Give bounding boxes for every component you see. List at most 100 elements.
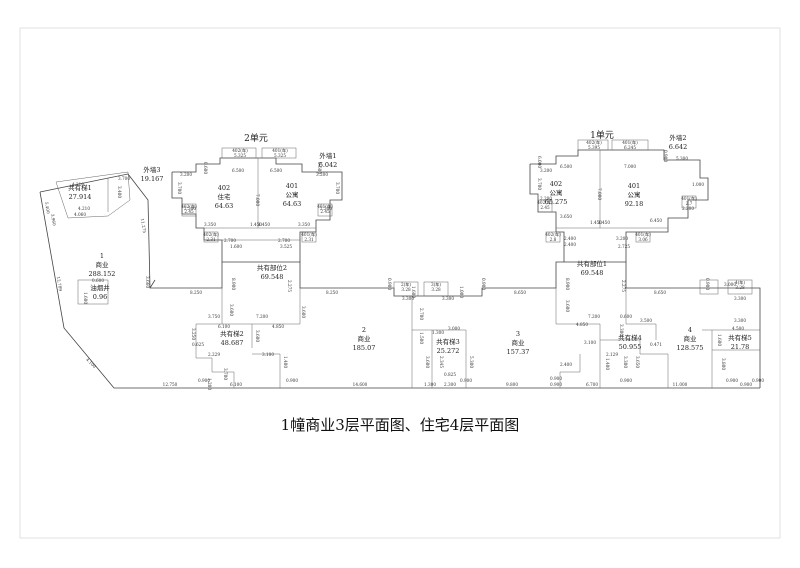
- room-label-stair2-0: 共有梯2: [220, 329, 244, 338]
- dim-d_a2: 6.500: [232, 168, 244, 173]
- dim-d_a31: 3.700: [223, 368, 228, 380]
- dim-d_a18: 3.525: [280, 244, 292, 249]
- parking-labels: 402(车)5.325401(车)5.325402(车)5.395401(车)6…: [181, 139, 745, 292]
- room-label-stair2-1: 48.687: [221, 339, 244, 347]
- dim-d_a35: 1.300: [432, 330, 444, 335]
- dim-d_a30: 1.400: [283, 356, 288, 368]
- room-label-ext2-1: 6.642: [669, 143, 688, 151]
- parking-label-s13: 402(车): [203, 231, 219, 238]
- dim-d_bot11: 0.900: [550, 382, 562, 387]
- room-label-r401a-0: 401: [286, 182, 298, 190]
- room-label-shop2-0: 2: [362, 326, 366, 334]
- dim-d_b19: 7.000: [597, 188, 602, 200]
- parking-label-s7: 401(车): [622, 139, 638, 146]
- dimension-labels: 4.2103.7004.2104.0603.4005.4003.96012.78…: [44, 150, 764, 390]
- dim-d_bot17: 0.900: [752, 378, 764, 383]
- dim-d_a24: 7.200: [256, 314, 268, 319]
- dim-d_b7: 3.700: [537, 178, 542, 190]
- dim-d_b23: 0.600: [620, 314, 632, 319]
- dim-d_b31: 3.300: [623, 356, 628, 368]
- dim-d_b18: 2.725: [618, 244, 630, 249]
- parking-label-s20: 2.7: [686, 201, 693, 206]
- dim-d_s1_e: 3.400: [117, 186, 122, 198]
- dim-d_mid8: 1.000: [459, 286, 464, 298]
- dim-d_b11: 3.650: [560, 214, 572, 219]
- dim-d_bot1: 12.750: [163, 382, 178, 387]
- dim-d_a37: 3.600: [425, 356, 430, 368]
- parking-label-s2: 5.325: [234, 153, 246, 158]
- unit2-block: [171, 147, 343, 262]
- dim-d_b1: 6.000: [537, 156, 542, 168]
- dim-d_a34: 2.700: [419, 308, 424, 320]
- dim-d_a25: 4.850: [272, 324, 284, 329]
- room-label-stair4-0: 共有梯4: [618, 333, 642, 342]
- dim-d_a29: 3.100: [262, 352, 274, 357]
- dim-d_b9: 1.000: [692, 182, 704, 187]
- room-label-r401a-2: 64.63: [283, 200, 302, 208]
- dim-d_b3: 7.000: [624, 164, 636, 169]
- dim-d_b29: 2.400: [560, 362, 572, 367]
- parking-label-s8: 6.245: [624, 145, 636, 150]
- dim-d_b10: 2.200: [682, 206, 694, 211]
- dim-d_b30: 1.400: [605, 358, 610, 370]
- room-label-r402b-2: 65.275: [545, 198, 568, 206]
- unit1-block: [529, 139, 709, 262]
- room-label-common2-0: 共有部位2: [257, 263, 287, 272]
- room-labels: 共有梯127.914外墙319.1671商业288.152油烟井0.96402住…: [68, 133, 752, 356]
- dim-d_s1_c: 4.210: [78, 206, 90, 211]
- dim-d_a36: 3.000: [448, 326, 460, 331]
- dim-d_s1_d: 4.060: [74, 212, 86, 217]
- dim-d_a9: 2.200: [184, 206, 196, 211]
- parking-label-s4: 5.325: [274, 153, 286, 158]
- dim-d_a26: 3.250: [191, 328, 196, 340]
- room-label-r402a-2: 64.63: [215, 202, 234, 210]
- parking-label-s12: 2.45: [320, 209, 330, 214]
- dim-d_mid11: 8.900: [565, 278, 570, 290]
- dim-d_shaft: 0.600: [92, 278, 104, 283]
- parking-label-s5: 402(车): [586, 139, 602, 146]
- dim-d_b14: 6.450: [650, 218, 662, 223]
- unit2-title: 2单元: [244, 132, 268, 144]
- parking-label-s27: 3(车): [431, 281, 441, 288]
- dim-d_bot5: 14.600: [353, 382, 368, 387]
- dim-d_a27: 0.625: [192, 342, 204, 347]
- dim-d_a6: 0.600: [317, 162, 322, 174]
- dim-d_bot15: 0.900: [726, 378, 738, 383]
- dim-d_bot14: 11.000: [673, 382, 688, 387]
- room-label-r401b-2: 92.18: [625, 200, 644, 208]
- dim-d_mid5: 0.900: [387, 278, 392, 290]
- parking-label-s10: 2.45: [184, 209, 194, 214]
- parking-label-s15: 401(车): [301, 231, 317, 238]
- room-label-ext1-0: 外墙1: [319, 151, 336, 160]
- room-label-stair5-1: 21.78: [731, 343, 750, 351]
- parking-label-s3: 401(车): [272, 147, 288, 154]
- dim-d_mid2: 8.900: [231, 278, 236, 290]
- dim-d_bot4: 0.900: [286, 378, 298, 383]
- dim-d_bot13: 0.900: [620, 378, 632, 383]
- room-label-stair3-0: 共有梯3: [436, 337, 460, 346]
- drawing-frame: [19, 27, 781, 539]
- room-label-stair1-1: 27.914: [69, 193, 92, 201]
- parking-label-s19: 401(车): [681, 195, 697, 202]
- dim-d_mid6: 1.600: [411, 286, 416, 298]
- dim-d_a8: 3.700: [335, 182, 340, 194]
- dim-d_bot10: 0.900: [550, 376, 562, 381]
- room-label-stair5-0: 共有梯5: [728, 333, 752, 342]
- parking-label-s21: 402(车): [545, 231, 561, 238]
- room-label-shop4-1: 商业: [684, 334, 698, 343]
- parking-label-s29: 4(车): [735, 279, 745, 286]
- dim-d_a4: 3.200: [316, 172, 328, 177]
- room-label-ext1-1: 6.042: [319, 161, 338, 169]
- dim-d_b21: 7.200: [588, 314, 600, 319]
- dim-d_mid3: 2.275: [287, 280, 292, 292]
- unit1-title: 1单元: [590, 129, 614, 141]
- interior-partitions: [195, 279, 760, 388]
- dim-d_bot12: 6.700: [586, 382, 598, 387]
- dim-d_a38: 5.300: [469, 356, 474, 368]
- dim-d_b8: 2.200: [540, 196, 552, 201]
- parking-label-s23: 401(车): [635, 231, 651, 238]
- dim-d_b16: 2.400: [564, 242, 576, 247]
- drawing-title: 1幢商业3层平面图、住宅4层平面图: [280, 416, 520, 434]
- dim-d_bot7: 2.300: [444, 382, 456, 387]
- room-label-shop1-1: 商业: [96, 260, 110, 269]
